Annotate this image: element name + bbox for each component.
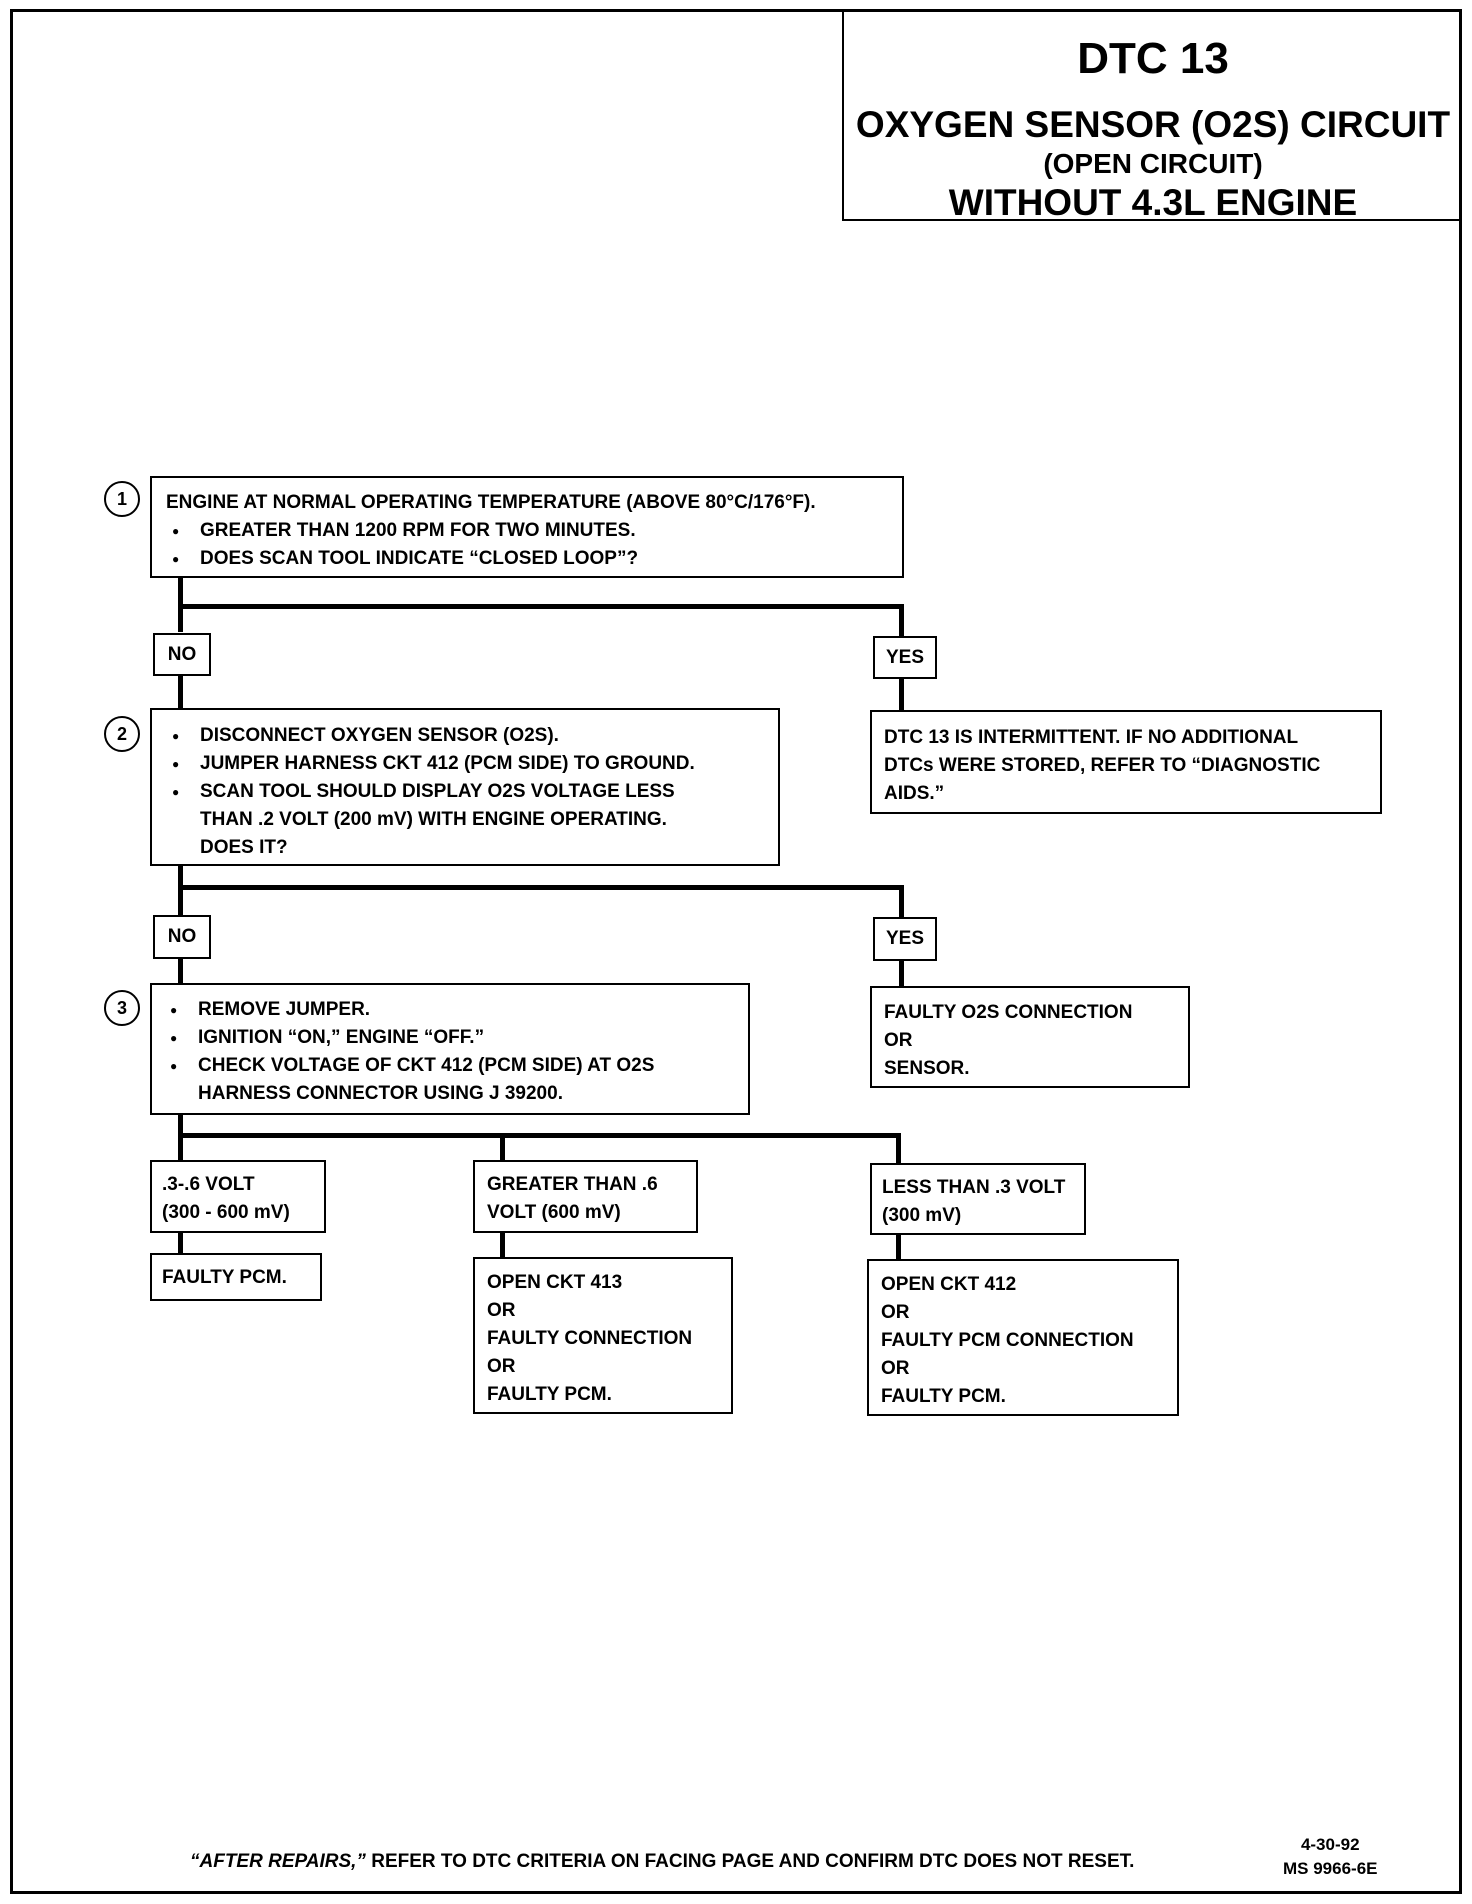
result-line: AIDS.” — [884, 783, 945, 804]
title-sub: (OPEN CIRCUIT) — [1043, 148, 1263, 179]
result-line: OR — [487, 1300, 516, 1321]
branch-line: (300 mV) — [882, 1205, 962, 1226]
step-1-box: ENGINE AT NORMAL OPERATING TEMPERATURE (… — [150, 476, 904, 578]
branch-mid-voltage: .3-.6 VOLT (300 - 600 mV) — [150, 1160, 326, 1233]
connector-line — [178, 604, 904, 609]
branch-line: GREATER THAN .6 — [487, 1174, 658, 1195]
result-line: OR — [881, 1302, 910, 1323]
branch-line: .3-.6 VOLT — [162, 1174, 255, 1195]
step-3-line: HARNESS CONNECTOR USING J 39200. — [198, 1083, 563, 1104]
yes-label: YES — [873, 636, 937, 679]
result-line: FAULTY O2S CONNECTION — [884, 1002, 1133, 1023]
step-2-bullet: JUMPER HARNESS CKT 412 (PCM SIDE) TO GRO… — [166, 750, 778, 778]
step-2-box: DISCONNECT OXYGEN SENSOR (O2S). JUMPER H… — [150, 708, 780, 866]
step-1-bullet: DOES SCAN TOOL INDICATE “CLOSED LOOP”? — [166, 545, 902, 573]
step-3-bullet: CHECK VOLTAGE OF CKT 412 (PCM SIDE) AT O… — [164, 1052, 748, 1080]
branch-low-voltage: LESS THAN .3 VOLT (300 mV) — [870, 1163, 1086, 1235]
step-2-bullet: DISCONNECT OXYGEN SENSOR (O2S). — [166, 722, 778, 750]
step-2-bullet: SCAN TOOL SHOULD DISPLAY O2S VOLTAGE LES… — [166, 778, 778, 806]
result-line: OR — [884, 1030, 913, 1051]
result-faulty-o2s: FAULTY O2S CONNECTION OR SENSOR. — [870, 986, 1190, 1088]
result-line: OPEN CKT 413 — [487, 1272, 623, 1293]
no-label: NO — [153, 633, 211, 676]
result-open-412: OPEN CKT 412 OR FAULTY PCM CONNECTION OR… — [867, 1259, 1179, 1416]
result-line: OR — [487, 1356, 516, 1377]
connector-line — [178, 1133, 901, 1138]
document-info: 4-30-92 MS 9966-6E — [1283, 1833, 1378, 1881]
result-line: SENSOR. — [884, 1058, 970, 1079]
connector-line — [178, 1113, 183, 1163]
page-frame — [10, 9, 1462, 1894]
result-line: FAULTY PCM. — [881, 1386, 1006, 1407]
result-faulty-pcm: FAULTY PCM. — [150, 1253, 322, 1301]
title-engine: WITHOUT 4.3L ENGINE — [948, 182, 1358, 223]
connector-line — [178, 674, 183, 710]
document-date: 4-30-92 — [1300, 1835, 1360, 1854]
result-intermittent: DTC 13 IS INTERMITTENT. IF NO ADDITIONAL… — [870, 710, 1382, 814]
result-line: DTCs WERE STORED, REFER TO “DIAGNOSTIC — [884, 755, 1321, 776]
connector-line — [500, 1231, 505, 1259]
step-3-bullet: REMOVE JUMPER. — [164, 996, 748, 1024]
branch-line: VOLT (600 mV) — [487, 1202, 621, 1223]
connector-line — [899, 604, 904, 638]
step-1-line: ENGINE AT NORMAL OPERATING TEMPERATURE (… — [166, 492, 816, 513]
connector-line — [896, 1232, 901, 1260]
branch-line: LESS THAN .3 VOLT — [882, 1177, 1066, 1198]
connector-line — [899, 885, 904, 920]
result-line: OPEN CKT 412 — [881, 1274, 1017, 1295]
result-line: OR — [881, 1358, 910, 1379]
connector-line — [899, 677, 904, 712]
document-id: MS 9966-6E — [1283, 1859, 1378, 1878]
footer-note: “AFTER REPAIRS,” REFER TO DTC CRITERIA O… — [190, 1851, 1134, 1873]
yes-label: YES — [873, 917, 937, 961]
title-block: DTC 13 OXYGEN SENSOR (O2S) CIRCUIT (OPEN… — [842, 10, 1462, 223]
connector-line — [178, 1231, 183, 1253]
step-3-box: REMOVE JUMPER. IGNITION “ON,” ENGINE “OF… — [150, 983, 750, 1115]
no-label: NO — [153, 915, 211, 959]
result-line: FAULTY PCM. — [487, 1384, 612, 1405]
title-main: OXYGEN SENSOR (O2S) CIRCUIT — [855, 104, 1451, 145]
connector-line — [178, 885, 904, 890]
footer-text: REFER TO DTC CRITERIA ON FACING PAGE AND… — [365, 1851, 1135, 1872]
result-line: FAULTY CONNECTION — [487, 1328, 693, 1349]
connector-line — [178, 957, 183, 985]
result-line: DTC 13 IS INTERMITTENT. IF NO ADDITIONAL — [884, 727, 1299, 748]
step-2-line: THAN .2 VOLT (200 mV) WITH ENGINE OPERAT… — [200, 809, 667, 830]
step-3-bullet: IGNITION “ON,” ENGINE “OFF.” — [164, 1024, 748, 1052]
result-line: FAULTY PCM. — [162, 1267, 287, 1288]
connector-line — [500, 1133, 505, 1163]
result-open-413: OPEN CKT 413 OR FAULTY CONNECTION OR FAU… — [473, 1257, 733, 1414]
step-2-line: DOES IT? — [200, 837, 288, 858]
branch-high-voltage: GREATER THAN .6 VOLT (600 mV) — [473, 1160, 698, 1233]
step-number-2: 2 — [104, 716, 140, 752]
step-1-bullet: GREATER THAN 1200 RPM FOR TWO MINUTES. — [166, 517, 902, 545]
connector-line — [896, 1133, 901, 1166]
step-number-3: 3 — [104, 990, 140, 1026]
footer-emphasis: “AFTER REPAIRS,” — [190, 1851, 366, 1872]
branch-line: (300 - 600 mV) — [162, 1202, 290, 1223]
result-line: FAULTY PCM CONNECTION — [881, 1330, 1134, 1351]
step-number-1: 1 — [104, 481, 140, 517]
dtc-code: DTC 13 — [1077, 34, 1229, 83]
connector-line — [899, 960, 904, 988]
